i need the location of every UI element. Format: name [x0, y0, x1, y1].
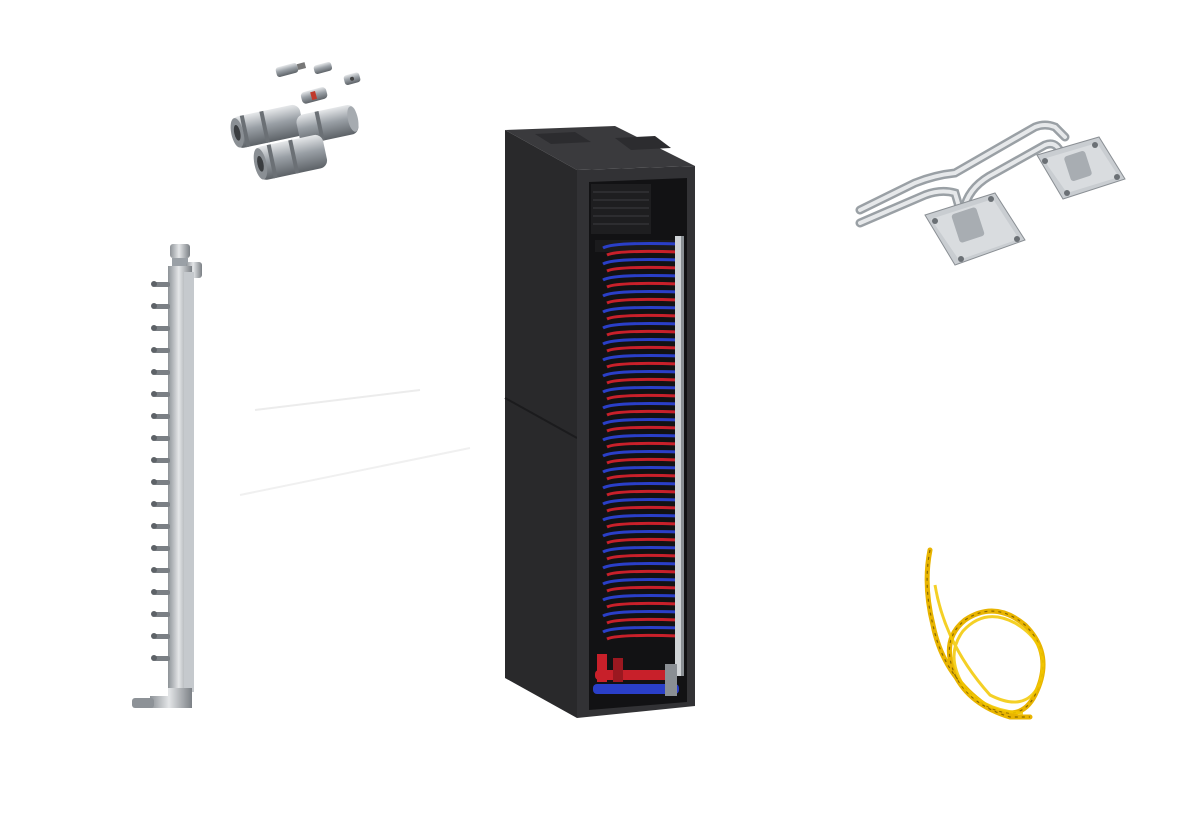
cold-plate-icon — [855, 115, 1135, 285]
leak-cable-icon — [915, 545, 1065, 725]
connector-couplings-icon — [215, 58, 375, 198]
background-lines — [230, 380, 490, 510]
manifold-icon — [120, 238, 220, 718]
server-rack-icon — [495, 118, 705, 723]
